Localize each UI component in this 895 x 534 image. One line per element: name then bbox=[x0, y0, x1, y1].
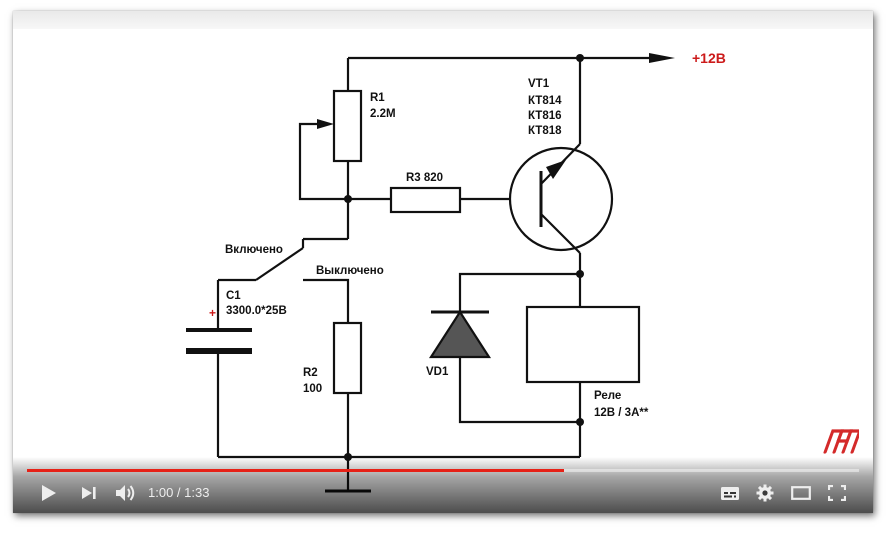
theater-button[interactable] bbox=[788, 479, 814, 507]
frame-top-bar bbox=[13, 11, 873, 29]
theater-icon bbox=[791, 486, 811, 500]
switch-lever bbox=[255, 247, 304, 281]
wire-diode-bottom bbox=[458, 357, 580, 424]
diode-vd1 bbox=[428, 307, 492, 359]
volume-button[interactable] bbox=[113, 479, 139, 507]
player-controls: 1:00 / 1:33 bbox=[13, 457, 873, 513]
c1-value: 3300.0*25В bbox=[226, 305, 287, 317]
c1-label: C1 bbox=[226, 290, 241, 302]
relay-rating: 12В / 3А** bbox=[594, 407, 649, 419]
relay-coil bbox=[525, 305, 641, 384]
r2-value: 100 bbox=[303, 383, 322, 395]
switch-on-label: Включено bbox=[225, 244, 283, 256]
fullscreen-icon bbox=[828, 485, 846, 501]
wire-diode-top bbox=[458, 272, 580, 307]
r3-resistor bbox=[389, 186, 462, 214]
vt1-part-1: КТ814 bbox=[528, 95, 562, 107]
video-frame: +12В VT1 КТ814 КТ816 КТ818 R1 2.2M R3 82… bbox=[13, 11, 873, 513]
subtitles-button[interactable] bbox=[717, 479, 743, 507]
channel-logo bbox=[823, 429, 859, 454]
supply-arrow bbox=[649, 53, 675, 63]
settings-button[interactable] bbox=[752, 479, 778, 507]
subtitles-icon bbox=[721, 486, 739, 500]
time-display: 1:00 / 1:33 bbox=[148, 485, 210, 500]
c1-polarity: + bbox=[209, 306, 216, 320]
r2-resistor bbox=[332, 321, 363, 395]
wire-switch-r2 bbox=[303, 278, 350, 323]
switch-off-label: Выключено bbox=[316, 265, 384, 277]
vt1-label: VT1 bbox=[528, 78, 550, 90]
r1-resistor bbox=[332, 89, 363, 163]
vt1-part-2: КТ816 bbox=[528, 110, 562, 122]
c1-plate-top bbox=[186, 328, 252, 332]
play-button[interactable] bbox=[37, 479, 61, 507]
c1-plate-bottom bbox=[186, 348, 252, 354]
next-icon bbox=[82, 487, 96, 499]
r3-label: R3 820 bbox=[406, 172, 443, 184]
progress-bar[interactable] bbox=[27, 469, 859, 472]
r1-value: 2.2M bbox=[370, 108, 396, 120]
settings-icon bbox=[756, 484, 774, 502]
play-icon bbox=[42, 485, 56, 501]
circuit-wires bbox=[216, 56, 649, 493]
video-area[interactable]: +12В VT1 КТ814 КТ816 КТ818 R1 2.2M R3 82… bbox=[13, 29, 873, 513]
diode-label: VD1 bbox=[426, 366, 449, 378]
fullscreen-button[interactable] bbox=[824, 479, 850, 507]
transistor-vt1 bbox=[508, 143, 614, 254]
r1-label: R1 bbox=[370, 92, 385, 104]
transistor-emitter-arrow bbox=[546, 160, 566, 179]
vt1-part-3: КТ818 bbox=[528, 125, 562, 137]
r1-wiper-arrow bbox=[317, 119, 334, 129]
r2-label: R2 bbox=[303, 367, 318, 379]
relay-label: Реле bbox=[594, 390, 621, 402]
progress-fill bbox=[27, 469, 564, 472]
supply-label: +12В bbox=[692, 50, 726, 66]
wire-r1-wiper-loop bbox=[298, 122, 348, 201]
next-button[interactable] bbox=[77, 479, 101, 507]
circuit-schematic: +12В VT1 КТ814 КТ816 КТ818 R1 2.2M R3 82… bbox=[186, 50, 726, 493]
volume-icon bbox=[116, 485, 135, 501]
